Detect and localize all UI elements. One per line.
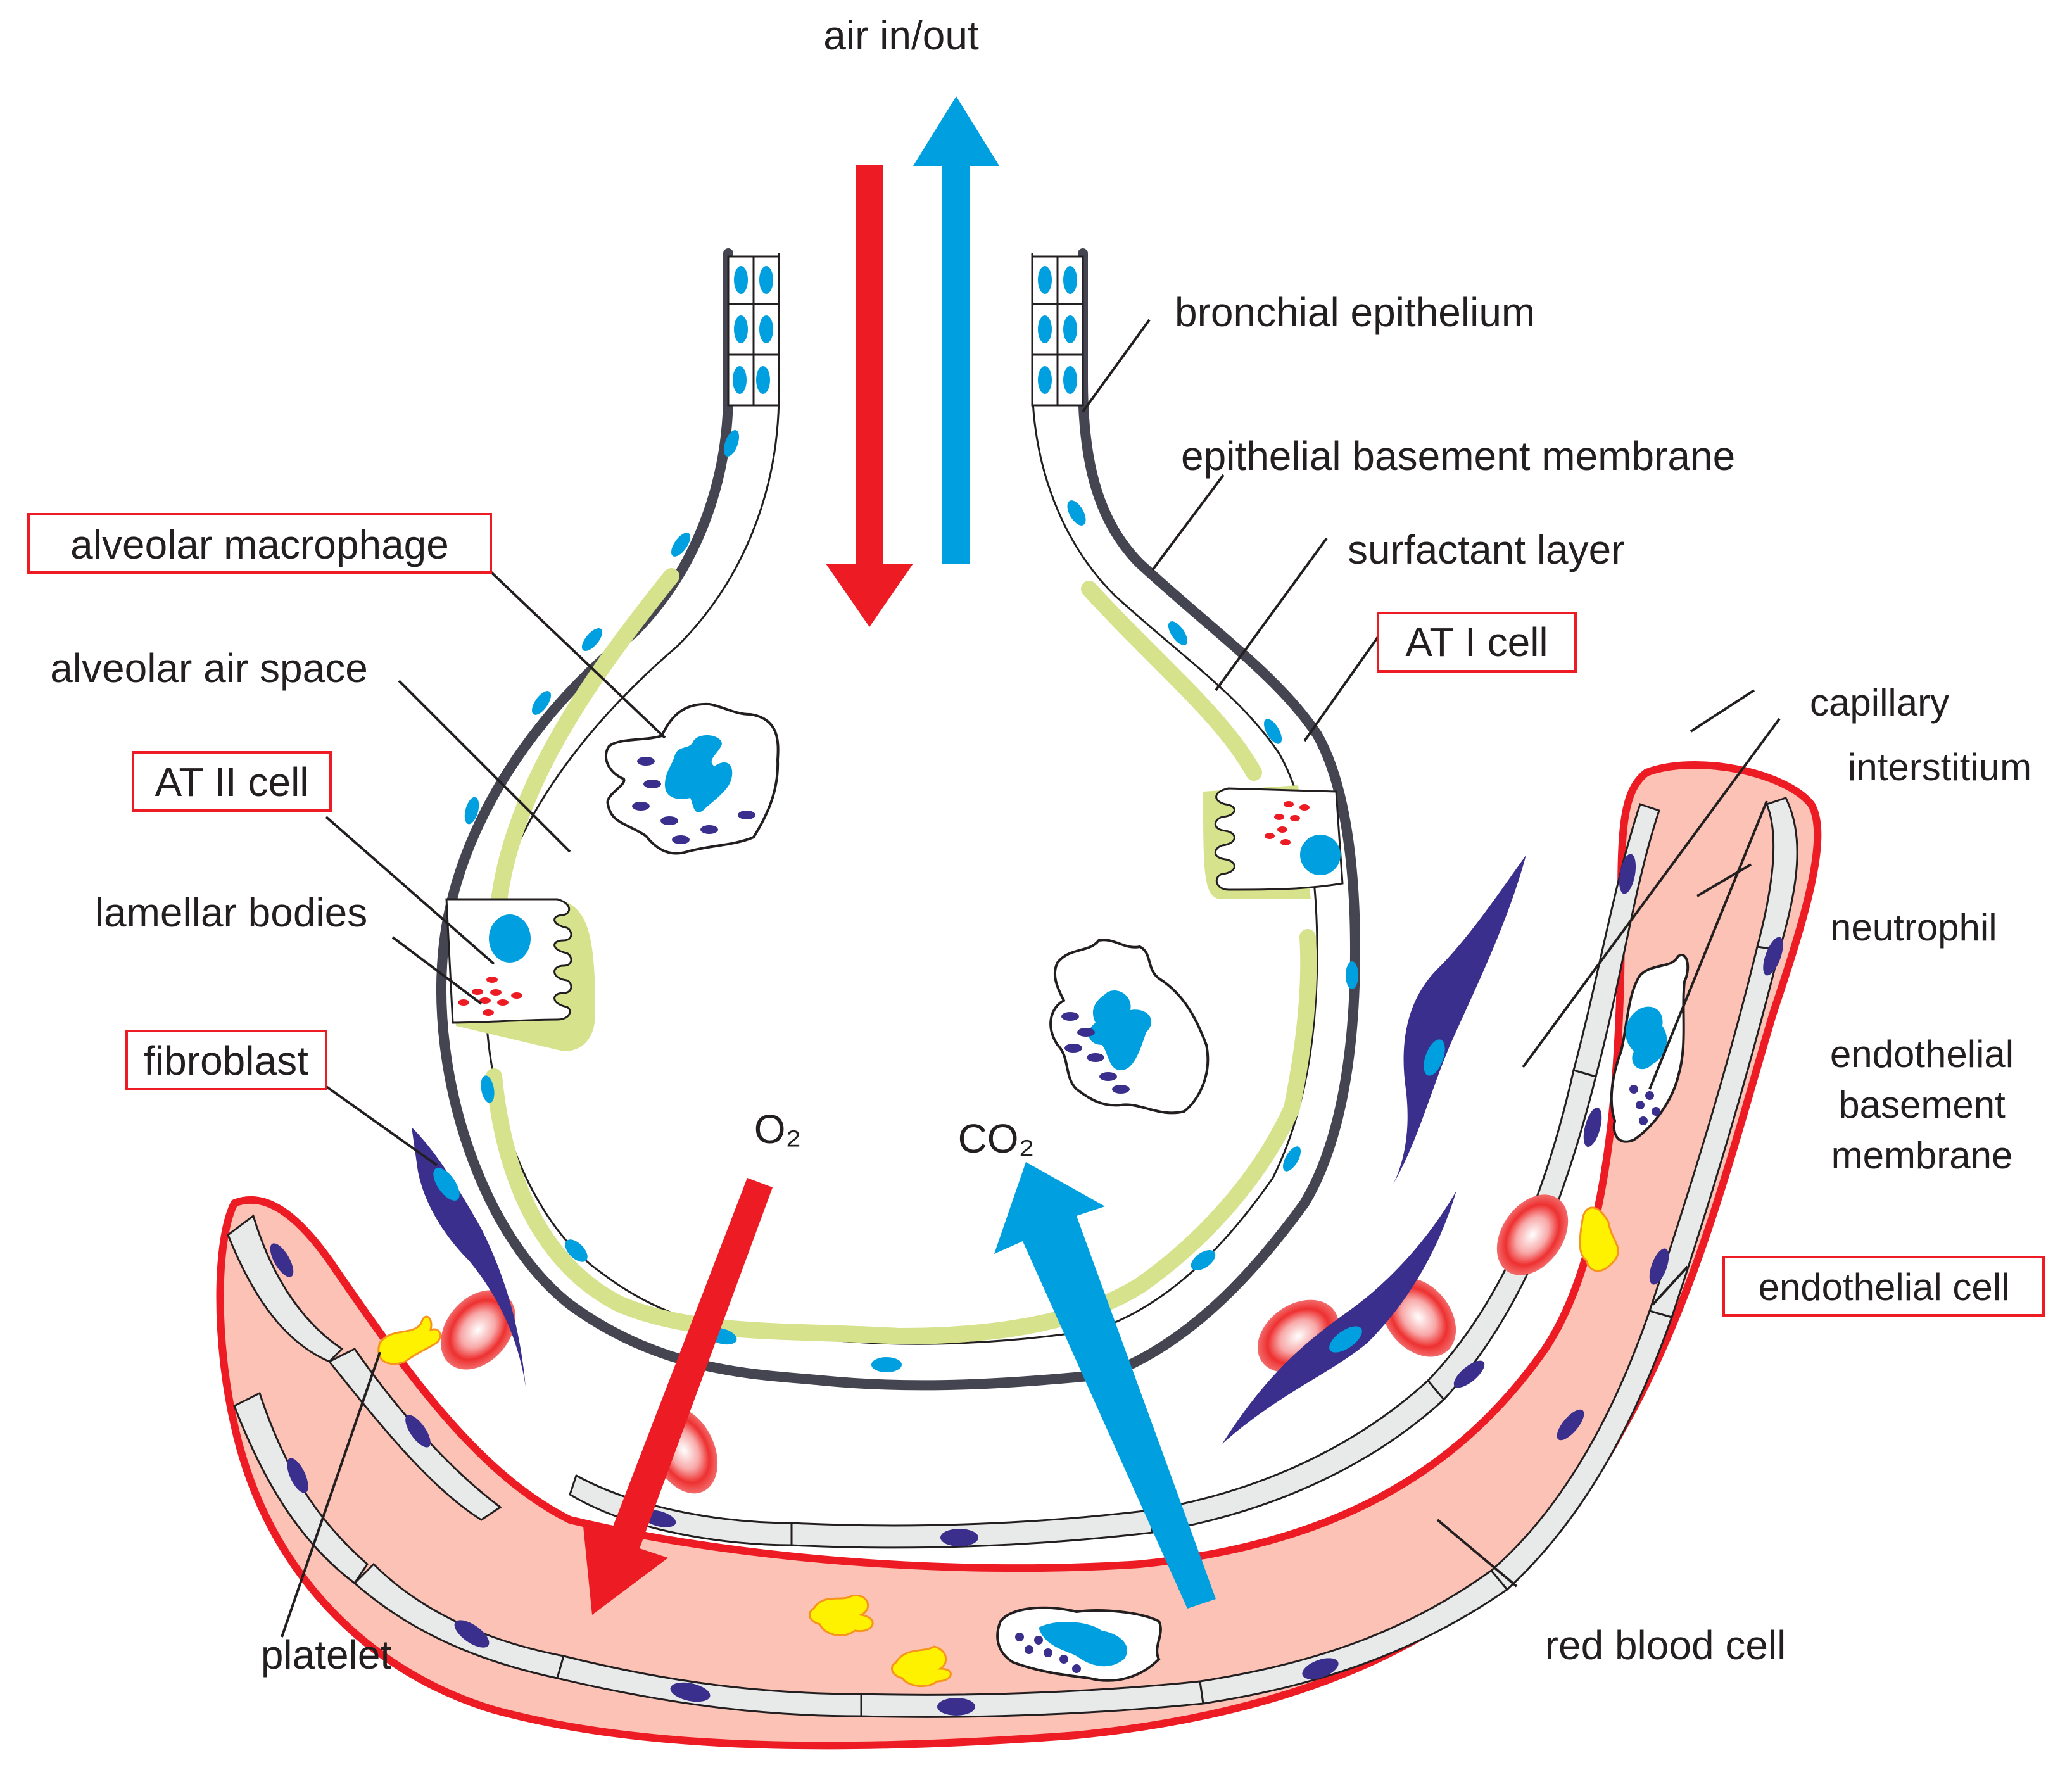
svg-text:alveolar macrophage: alveolar macrophage: [70, 522, 449, 567]
endothelial-nuclei: [270, 854, 1783, 1716]
surfactant-layer: [486, 568, 1317, 1345]
o2-arrow: [583, 1178, 773, 1615]
label-alveolar-air-space: alveolar air space: [50, 645, 368, 691]
alveolar-macrophage-lower: [1049, 939, 1210, 1115]
lamellar-bodies: [458, 977, 522, 1016]
label-interstitium: interstitium: [1848, 746, 2031, 788]
air-in-arrow: [826, 165, 913, 627]
o2-label: O₂: [754, 1106, 802, 1152]
label-endothelial-cell: endothelial cell: [1722, 1256, 2045, 1317]
air-in-out-label: air in/out: [823, 13, 979, 58]
at2-cell-left: [445, 898, 595, 1051]
neutrophil-bottom: [996, 1606, 1162, 1682]
label-at2-cell: AT II cell: [132, 751, 332, 812]
at2-cell-right: [1203, 785, 1344, 899]
label-endothelial-basement-membrane-2: basement: [1838, 1084, 2006, 1126]
gas-exchange-arrows: [583, 1162, 1216, 1615]
air-arrows: [826, 96, 999, 627]
platelets: [377, 1206, 1619, 1688]
label-fibroblast: fibroblast: [125, 1030, 327, 1090]
epithelial-basement-membrane: [436, 248, 1360, 1391]
co2-label: CO₂: [958, 1116, 1035, 1161]
capillary: [216, 761, 1822, 1750]
alveolar-macrophage-upper: [605, 702, 780, 855]
svg-text:endothelial cell: endothelial cell: [1759, 1266, 2010, 1308]
label-lamellar-bodies: lamellar bodies: [95, 890, 367, 935]
label-endothelial-basement-membrane-3: membrane: [1831, 1134, 2013, 1177]
bronchial-epithelium-right: [1031, 255, 1358, 1270]
label-surfactant-layer: surfactant layer: [1348, 527, 1625, 572]
svg-text:AT II cell: AT II cell: [155, 759, 308, 805]
alveolus: [436, 248, 1360, 1391]
labels: air in/out O₂ CO₂ alveolar macrophage al…: [27, 13, 2045, 1678]
label-alveolar-macrophage: alveolar macrophage: [27, 513, 492, 574]
label-at1-cell: AT I cell: [1377, 612, 1577, 673]
fibroblasts: [412, 855, 1526, 1444]
label-platelet: platelet: [261, 1632, 392, 1678]
label-bronchial-epithelium: bronchial epithelium: [1175, 289, 1535, 335]
capillary-lumen: [216, 761, 1822, 1750]
label-endothelial-basement-membrane-1: endothelial: [1830, 1033, 2014, 1075]
co2-arrow: [994, 1162, 1216, 1609]
svg-text:AT I cell: AT I cell: [1405, 619, 1548, 665]
bronchial-epithelium-left: [464, 255, 902, 1372]
label-capillary: capillary: [1810, 681, 1949, 724]
leader-lines: [281, 319, 1781, 1638]
label-neutrophil: neutrophil: [1830, 906, 1997, 949]
neutrophil-right: [1610, 954, 1690, 1143]
svg-text:fibroblast: fibroblast: [144, 1038, 308, 1084]
label-epithelial-basement-membrane: epithelial basement membrane: [1181, 433, 1735, 479]
label-red-blood-cell: red blood cell: [1545, 1622, 1786, 1668]
air-out-arrow: [913, 96, 999, 564]
